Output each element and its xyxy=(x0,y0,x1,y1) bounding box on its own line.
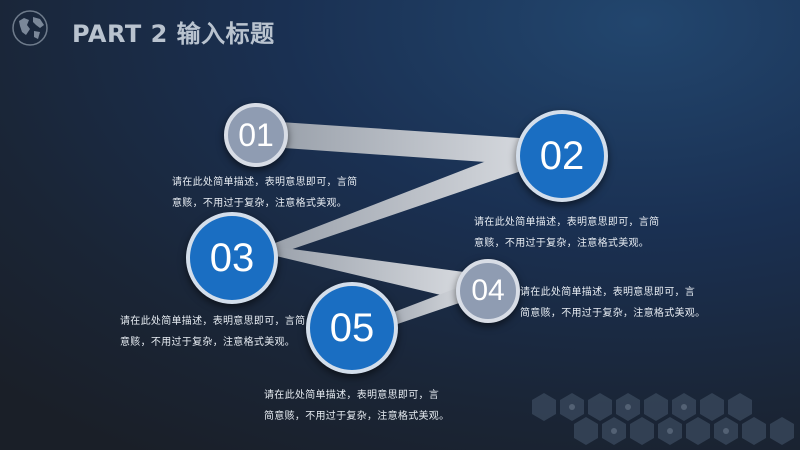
description-05: 请在此处简单描述，表明意思即可，言 简意赅，不用过于复杂，注意格式美观。 xyxy=(264,385,449,427)
connector-03-04 xyxy=(270,246,464,300)
description-01-line1: 请在此处简单描述，表明意思即可，言简 xyxy=(172,177,358,188)
step-number-01: 01 xyxy=(238,116,274,153)
connector-03-02 xyxy=(270,148,530,255)
description-04: 请在此处简单描述，表明意思即可，言 简意赅，不用过于复杂，注意格式美观。 xyxy=(520,282,705,324)
description-05-line1: 请在此处简单描述，表明意思即可，言 xyxy=(264,390,440,401)
description-01: 请在此处简单描述，表明意思即可，言简 意赅，不用过于复杂，注意格式美观。 xyxy=(172,172,357,214)
description-04-line1: 请在此处简单描述，表明意思即可，言 xyxy=(520,287,696,298)
globe-icon xyxy=(12,10,48,46)
hexagon-pattern-icon xyxy=(532,393,794,445)
step-number-03: 03 xyxy=(209,235,255,280)
page-title: PART 2 输入标题 xyxy=(72,20,275,48)
description-02-line2: 意赅，不用过于复杂，注意格式美观。 xyxy=(474,238,650,249)
step-number-05: 05 xyxy=(329,305,375,350)
description-05-line2: 简意赅，不用过于复杂，注意格式美观。 xyxy=(264,411,450,422)
description-04-line2: 简意赅，不用过于复杂，注意格式美观。 xyxy=(520,308,706,319)
step-number-02: 02 xyxy=(539,133,585,178)
connector-01-02 xyxy=(280,122,528,165)
step-node-03: 03 xyxy=(186,212,278,304)
description-03: 请在此处简单描述，表明意思即可，言简 意赅，不用过于复杂，注意格式美观。 xyxy=(120,311,305,353)
step-node-01: 01 xyxy=(224,103,288,167)
step-number-04: 04 xyxy=(471,274,505,307)
step-node-05: 05 xyxy=(306,282,398,374)
description-02: 请在此处简单描述，表明意思即可，言简 意赅，不用过于复杂，注意格式美观。 xyxy=(474,212,659,254)
description-01-line2: 意赅，不用过于复杂，注意格式美观。 xyxy=(172,198,348,209)
description-02-line1: 请在此处简单描述，表明意思即可，言简 xyxy=(474,217,660,228)
step-node-02: 02 xyxy=(516,110,608,202)
description-03-line1: 请在此处简单描述，表明意思即可，言简 xyxy=(120,316,306,327)
description-03-line2: 意赅，不用过于复杂，注意格式美观。 xyxy=(120,337,296,348)
step-node-04: 04 xyxy=(456,259,520,323)
